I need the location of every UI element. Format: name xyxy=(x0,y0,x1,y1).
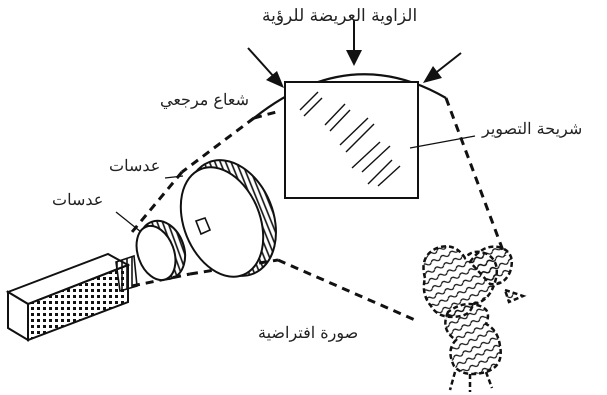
camera-block xyxy=(5,252,138,342)
imaging-plate-label: شريحة التصوير xyxy=(482,119,583,138)
small-lens-pointer xyxy=(115,211,142,233)
wide-angle-arc xyxy=(253,73,447,119)
reference-ray-label: شعاع مرجعي xyxy=(160,90,249,109)
arrow-left-icon xyxy=(247,47,284,88)
plate-pointer xyxy=(409,135,476,149)
virtual-image-figure xyxy=(422,245,527,392)
large-lens-pointer xyxy=(164,175,184,179)
arrow-right-icon xyxy=(423,52,462,83)
imaging-plate xyxy=(284,81,419,199)
small-lens-label: عدسات xyxy=(52,190,104,209)
arrow-center-icon xyxy=(346,20,362,66)
wide-angle-label: الزاوية العريضة للرؤية xyxy=(262,6,418,26)
virtual-image-label: صورة افتراضية xyxy=(258,323,359,342)
large-lens-label: عدسات xyxy=(109,156,161,175)
small-lens xyxy=(135,219,187,282)
large-lens xyxy=(179,159,277,278)
